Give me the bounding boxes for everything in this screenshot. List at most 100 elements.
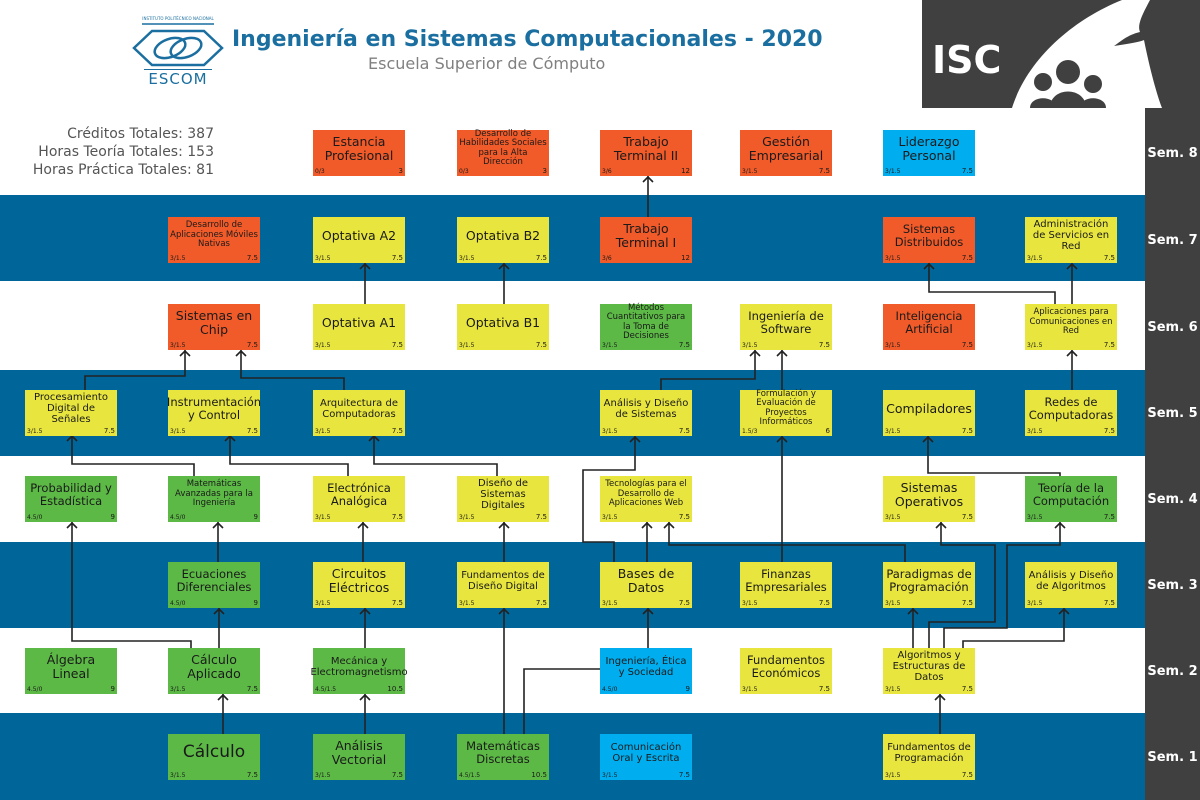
course-name: Matemáticas Discretas [466, 738, 540, 766]
logo-top-text: INSTITUTO POLITÉCNICO NACIONAL [142, 16, 214, 21]
course-credits: 7.5 [818, 341, 830, 349]
course-credits: 9 [110, 513, 115, 521]
course-credits: 7.5 [246, 254, 258, 262]
prerequisite-line [373, 435, 498, 476]
course-name: Métodos Cuantitativos para la Toma de De… [606, 302, 686, 341]
course-credits: 9 [253, 599, 258, 607]
course-name: Paradigmas de Programación [886, 566, 972, 594]
course-name: Fundamentos Económicos [746, 652, 825, 680]
course-hours: 4.5/0 [27, 686, 43, 693]
course-credits: 7.5 [391, 513, 403, 521]
course-name: Cálculo [182, 742, 246, 763]
arrowhead-icon [907, 607, 919, 615]
course-credits: 7.5 [678, 771, 690, 779]
course-hours: 3/1.5 [1027, 514, 1043, 521]
isc-badge: ISC [932, 38, 1002, 82]
course-credits: 7.5 [391, 254, 403, 262]
course-hours: 3/1.5 [1027, 600, 1043, 607]
course-credits: 10.5 [531, 771, 547, 779]
course-box[interactable]: Matemáticas Avanzadas para la Ingeniería… [168, 476, 260, 522]
semester-label: Sem. 3 [1147, 578, 1198, 593]
course-credits: 7.5 [678, 341, 690, 349]
course-box[interactable]: Métodos Cuantitativos para la Toma de De… [600, 302, 692, 350]
course-hours: 3/1.5 [1027, 428, 1043, 435]
course-credits: 7.5 [961, 513, 973, 521]
course-credits: 7.5 [246, 685, 258, 693]
prerequisite-line [84, 350, 186, 390]
course-hours: 3/1.5 [315, 428, 331, 435]
course-hours: 3/1.5 [170, 428, 186, 435]
course-box[interactable]: Desarrollo de Habilidades Sociales para … [457, 129, 549, 176]
course-hours: 3/1.5 [27, 428, 43, 435]
course-name: Fundamentos de Programación [887, 741, 971, 764]
escom-logo: INSTITUTO POLITÉCNICO NACIONAL ESCOM [130, 16, 226, 92]
prerequisite-line [71, 522, 192, 648]
course-box[interactable]: Desarrollo de Aplicaciones Móviles Nativ… [168, 217, 260, 263]
course-credits: 7.5 [391, 599, 403, 607]
course-credits: 7.5 [103, 427, 115, 435]
course-hours: 3/1.5 [170, 255, 186, 262]
arrowhead-icon [357, 521, 369, 529]
isc-logo: ISC [922, 0, 1200, 108]
course-name: Optativa B2 [465, 227, 541, 243]
course-credits: 7.5 [246, 771, 258, 779]
course-credits: 7.5 [961, 427, 973, 435]
semester-label: Sem. 5 [1147, 406, 1198, 421]
course-credits: 7.5 [678, 427, 690, 435]
course-box[interactable]: Tecnologías para el Desarrollo de Aplica… [600, 476, 692, 522]
course-name: Finanzas Empresariales [745, 566, 827, 594]
arrowhead-icon [776, 435, 788, 443]
prerequisite-line [943, 522, 1061, 648]
course-name: Electrónica Analógica [327, 480, 391, 508]
course-name: Teoría de la Computación [1032, 480, 1110, 508]
page-subtitle: Escuela Superior de Cómputo [368, 54, 606, 73]
course-credits: 7.5 [961, 254, 973, 262]
course-box[interactable]: Formulación y Evaluación de Proyectos In… [740, 389, 832, 436]
arrowhead-icon [179, 349, 191, 357]
